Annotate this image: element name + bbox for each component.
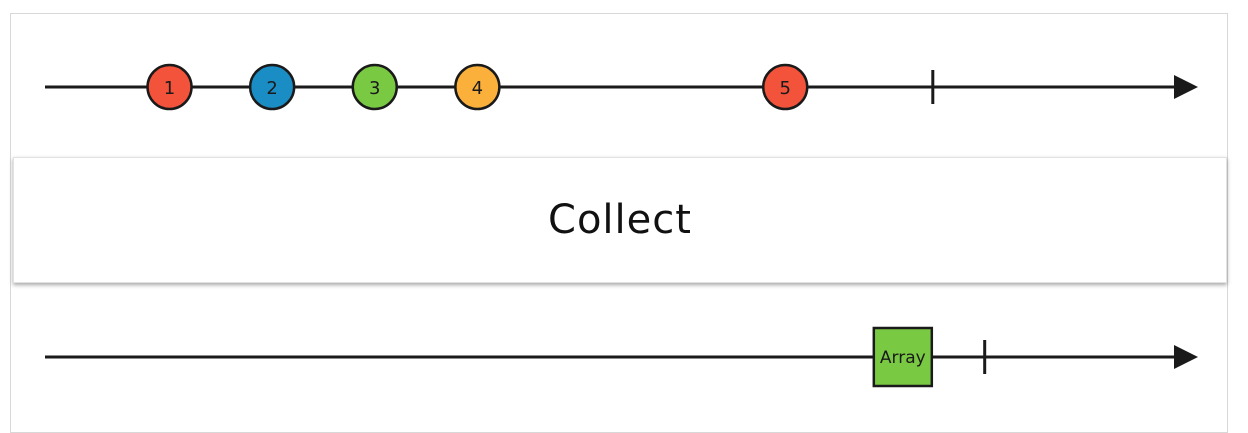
marble-circle: [146, 63, 193, 111]
marble-label: 4: [472, 78, 483, 99]
marble-circle: [761, 63, 809, 111]
marble-4: 4: [454, 63, 501, 111]
array-emission-label: Array: [880, 348, 926, 368]
marble-circle: [351, 63, 399, 111]
operator-label: Collect: [548, 197, 692, 243]
marble-circle: [248, 63, 296, 111]
output-axis-arrow: [1174, 345, 1198, 369]
marble-label: 5: [779, 78, 790, 99]
output-timeline: Array: [45, 326, 1198, 388]
array-emission-box: [872, 326, 934, 388]
marble-2: 2: [248, 63, 296, 111]
marble-1: 1: [146, 63, 193, 111]
marble-label: 2: [266, 78, 277, 99]
marble-circle: [454, 63, 501, 111]
marble-3: 3: [351, 63, 399, 111]
input-timeline: 1 2 3 4 5: [45, 63, 1198, 111]
marble-5: 5: [761, 63, 809, 111]
array-emission: Array: [872, 326, 934, 388]
operator-box: Collect: [13, 157, 1227, 283]
input-axis-arrow: [1174, 75, 1198, 99]
marble-label: 1: [164, 78, 175, 99]
marble-label: 3: [369, 78, 380, 99]
